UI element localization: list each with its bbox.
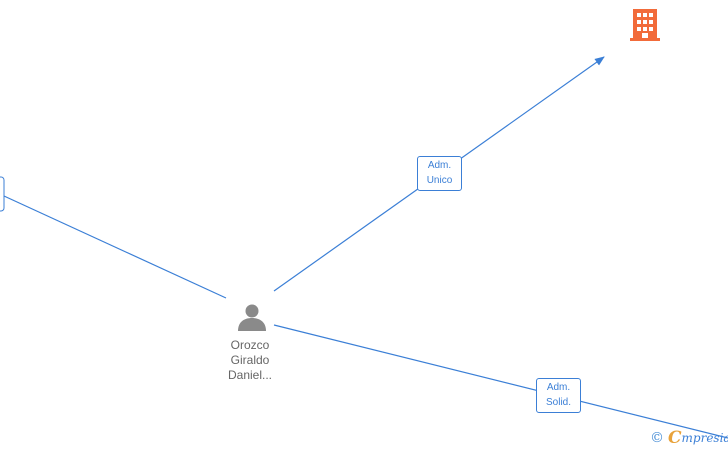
edge-person-to-left-node	[3, 195, 227, 299]
empresia-watermark: © C mpresia	[650, 428, 728, 448]
person-name-line: Orozco	[230, 338, 270, 352]
left-partial-node-box[interactable]	[0, 176, 5, 212]
edge-person-to-right-node	[273, 324, 728, 439]
edge-label-adm-unico[interactable]: Adm. Unico	[417, 156, 462, 191]
edge-label-line: Adm.	[546, 382, 571, 393]
person-name-line: Daniel...	[227, 368, 273, 382]
edge-label-line: Unico	[426, 175, 453, 186]
edge-label-line: Adm.	[427, 160, 452, 171]
person-name-label[interactable]: Orozco Giraldo Daniel...	[210, 338, 290, 383]
brand-rest: mpresia	[681, 431, 728, 445]
edge-label-line: Solid.	[545, 397, 571, 408]
building-icon[interactable]	[630, 9, 660, 41]
person-icon[interactable]	[238, 304, 266, 332]
copyright-symbol: ©	[650, 430, 664, 446]
edge-label-adm-solid[interactable]: Adm. Solid.	[536, 378, 581, 413]
brand-initial: C	[668, 428, 682, 448]
person-name-line: Giraldo	[230, 353, 270, 367]
